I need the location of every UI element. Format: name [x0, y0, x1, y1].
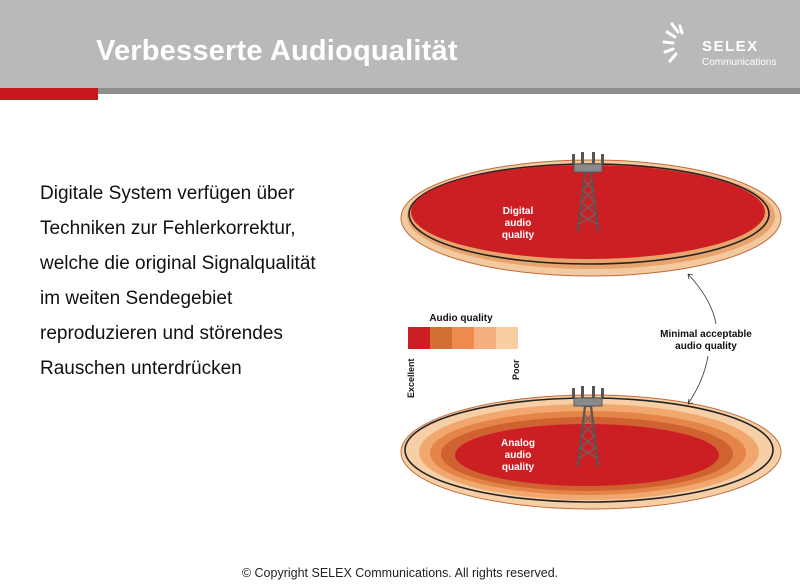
legend-excellent-label: Excellent — [406, 358, 416, 398]
logo-subtitle: Communications — [702, 57, 777, 68]
logo-rays-icon — [662, 22, 684, 63]
body-line: Rauschen unterdrücken — [40, 358, 242, 379]
copyright-footer: © Copyright SELEX Communications. All ri… — [241, 566, 559, 580]
header-divider — [98, 88, 800, 94]
digital-label-line: Digital — [503, 206, 534, 217]
minimal-label-line: audio quality — [675, 341, 737, 352]
legend-scale — [408, 327, 518, 349]
slide-title: Verbesserte Audioqualität — [96, 35, 458, 67]
legend-swatch — [408, 327, 430, 349]
header-accent-bar — [0, 88, 98, 100]
analog-label-line: Analog — [501, 438, 535, 449]
body-line: im weiten Sendegebiet — [40, 288, 233, 309]
digital-label-line: quality — [502, 230, 535, 241]
legend-poor-label: Poor — [511, 359, 521, 380]
body-paragraph: Digitale System verfügen über Techniken … — [40, 176, 380, 386]
legend-swatch — [496, 327, 518, 349]
legend-title: Audio quality — [429, 313, 493, 324]
analog-label-line: quality — [502, 462, 535, 473]
digital-label-line: audio — [505, 218, 532, 229]
header-band — [0, 0, 800, 88]
logo-name: SELEX — [702, 38, 759, 55]
analog-label-line: audio — [505, 450, 532, 461]
body-line: Techniken zur Fehlerkorrektur, — [40, 218, 296, 239]
legend-swatch — [474, 327, 496, 349]
legend-swatch — [452, 327, 474, 349]
selex-logo: SELEX Communications — [660, 18, 790, 78]
body-line: reproduzieren und störendes — [40, 323, 283, 344]
legend-swatch — [430, 327, 452, 349]
minimal-label-line: Minimal acceptable — [660, 329, 752, 340]
body-line: welche die original Signalqualität — [40, 253, 316, 274]
callout-arrows — [687, 273, 717, 405]
body-line: Digitale System verfügen über — [40, 183, 295, 204]
digital-coverage-area — [400, 159, 782, 277]
